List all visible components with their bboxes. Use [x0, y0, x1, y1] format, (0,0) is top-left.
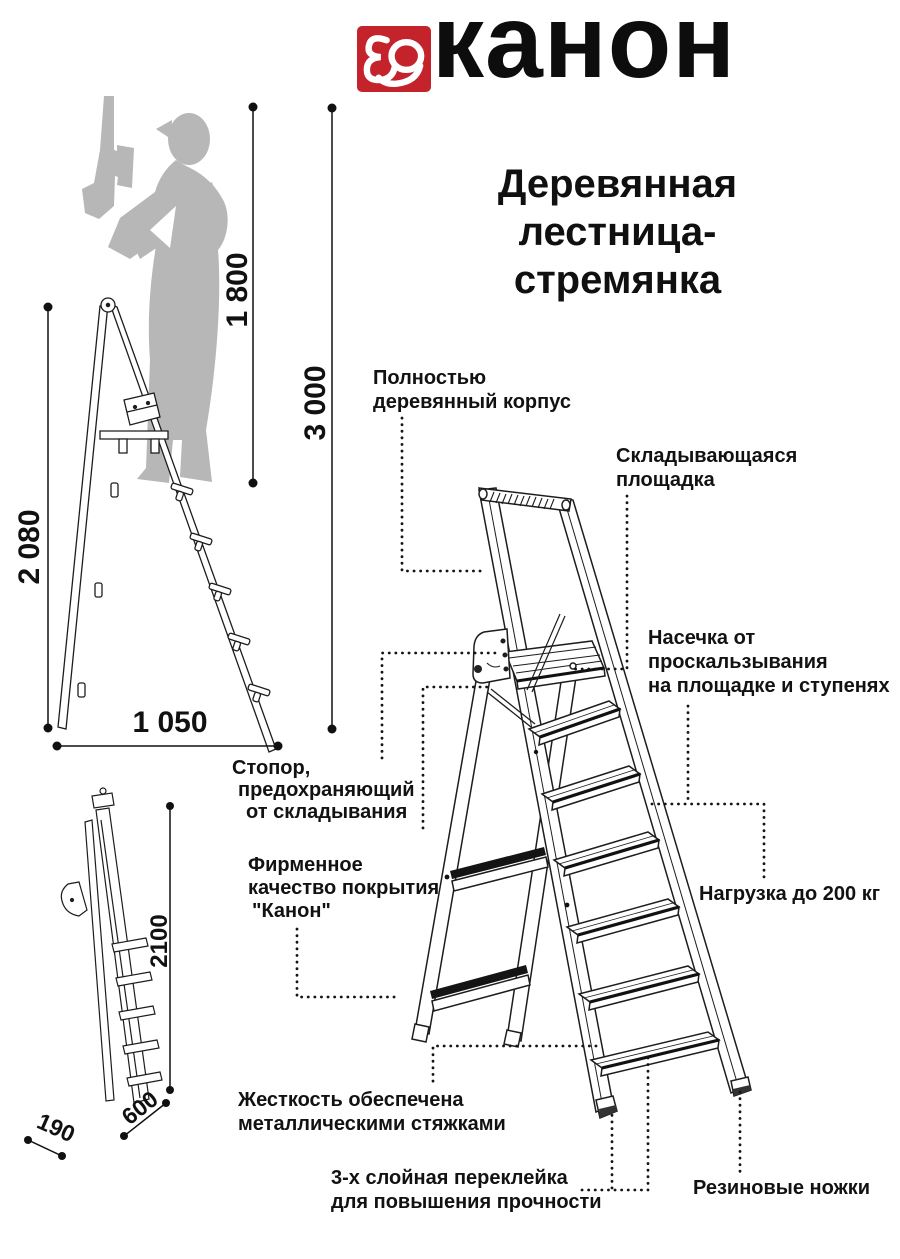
callout-stopper: Стопор, предохраняющий от складывания: [232, 757, 415, 823]
page-title-line1: Деревянная: [497, 162, 738, 206]
page-title: Деревянная лестница-стремянка: [415, 160, 820, 304]
leader-coating: [295, 927, 402, 999]
leader-body: [400, 416, 484, 573]
dim-label-2100: 2100: [146, 914, 173, 968]
swirl-80-icon: [363, 35, 425, 87]
side-ladder-step-pegs: [170, 482, 271, 703]
worker-silhouette: [82, 96, 228, 483]
callout-plywood: 3-х слойная переклейка для повышения про…: [331, 1167, 602, 1213]
stopper-bracket: [472, 628, 577, 728]
folded-ladder: [60, 787, 163, 1104]
leader-load: [650, 802, 766, 882]
dim-label-1050: 1 050: [132, 706, 208, 739]
metal-tie-rod: [450, 847, 546, 879]
ladder-steps: [527, 700, 721, 1077]
callout-anti-slip-notches: Насечка от проскальзывания на площадке и…: [648, 627, 890, 697]
brand-logo-text: канон: [432, 0, 737, 100]
callout-leaders: [295, 416, 766, 1192]
callout-rubber-feet: Резиновые ножки: [693, 1177, 871, 1199]
leader-plywood-1: [580, 1050, 650, 1192]
dim-label-3000: 3 000: [299, 365, 332, 441]
page-title-line2: лестница-стремянка: [513, 210, 722, 302]
dimension-lines: [24, 102, 337, 1160]
callout-rigidity: Жесткость обеспечена металлическими стяж…: [238, 1089, 506, 1135]
folding-platform: [503, 613, 606, 693]
rubber-feet: [595, 1076, 752, 1120]
callout-coating-quality: Фирменное качество покрытия "Канон": [248, 854, 440, 922]
callout-folding-platform: Складывающаяся площадка: [616, 445, 798, 491]
brand-logo-mark: [357, 26, 431, 92]
callout-load-capacity: Нагрузка до 200 кг: [699, 883, 881, 905]
dim-label-2080: 2 080: [13, 509, 46, 585]
metal-tie-rod: [430, 965, 528, 999]
ladder-handle: [478, 487, 572, 512]
leader-rigidity: [431, 1044, 598, 1088]
leader-stopper-2: [421, 685, 489, 830]
leader-stopper-1: [380, 651, 499, 760]
main-ladder: [411, 487, 752, 1120]
callout-wooden-body: Полностью деревянный корпус: [373, 367, 571, 413]
leader-platform: [568, 494, 629, 671]
dim-label-1800: 1 800: [221, 252, 254, 328]
